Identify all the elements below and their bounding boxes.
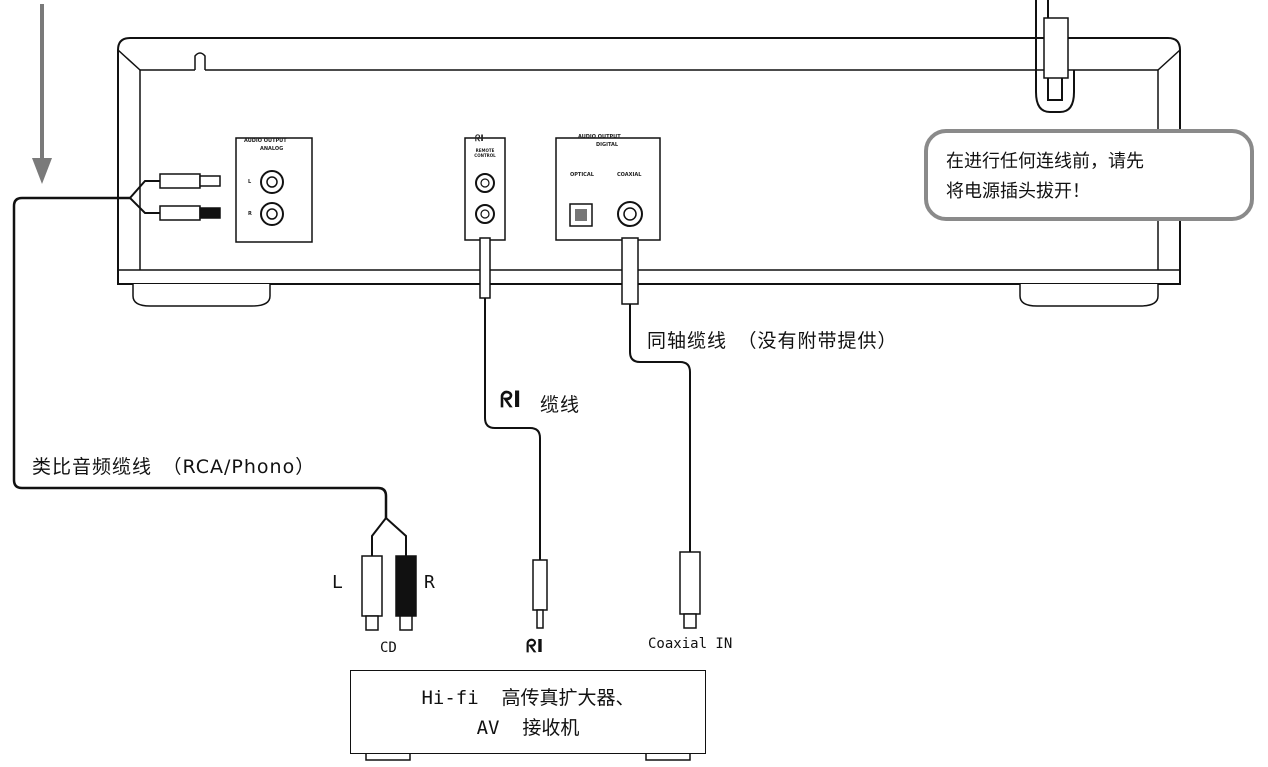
plug-r-label: R [424,572,435,593]
digital-panel-title: AUDIO OUTPUT [578,134,621,140]
channel-l-label: L [248,179,252,185]
warning-text: 在进行任何连线前，请先 将电源插头拔开！ [946,147,1144,207]
warning-line-2: 将电源插头拔开！ [946,181,1090,202]
ri-cable-logo: ᖇI [500,388,522,413]
ri-cable-label: 缆线 [540,394,581,416]
receiver-line-1: Hi-fi 高传真扩大器、 [421,687,635,709]
coaxial-cable [621,237,701,629]
foot-right [1019,284,1159,307]
digital-output-panel [555,137,661,241]
amplifier-receiver-box: Hi-fi 高传真扩大器、 AV 接收机 [350,670,706,754]
coax-cable-label: 同轴缆线 （没有附带提供） [647,330,898,352]
cd-input-label: CD [380,640,397,656]
warning-callout: 在进行任何连线前，请先 将电源插头拔开！ [924,129,1254,221]
ri-panel-logo: ᖇI [475,134,484,144]
digital-panel-subtitle: DIGITAL [596,142,619,148]
coaxial-label: COAXIAL [617,172,642,178]
analog-rca-cable [12,173,417,631]
analog-output-panel [235,137,313,243]
arrow-down-icon [32,4,52,184]
power-cord [1035,0,1075,113]
analog-panel-subtitle: ANALOG [260,146,284,152]
optical-label: OPTICAL [570,172,594,178]
receiver-line-2: AV 接收机 [476,717,580,739]
warning-line-1: 在进行任何连线前，请先 [946,151,1144,172]
analog-panel-title: AUDIO OUTPUT [244,138,287,144]
foot-left [132,284,271,307]
ri-input-label: ᖇI [526,636,544,657]
plug-l-label: L [332,572,343,593]
remote-control-label: REMOTE CONTROL [474,148,496,158]
ri-remote-panel [464,137,506,241]
coaxial-in-label: Coaxial IN [648,636,733,652]
ri-cable [479,237,548,629]
channel-r-label: R [248,211,252,217]
analog-cable-label: 类比音频缆线 （RCA/Phono） [32,456,316,478]
